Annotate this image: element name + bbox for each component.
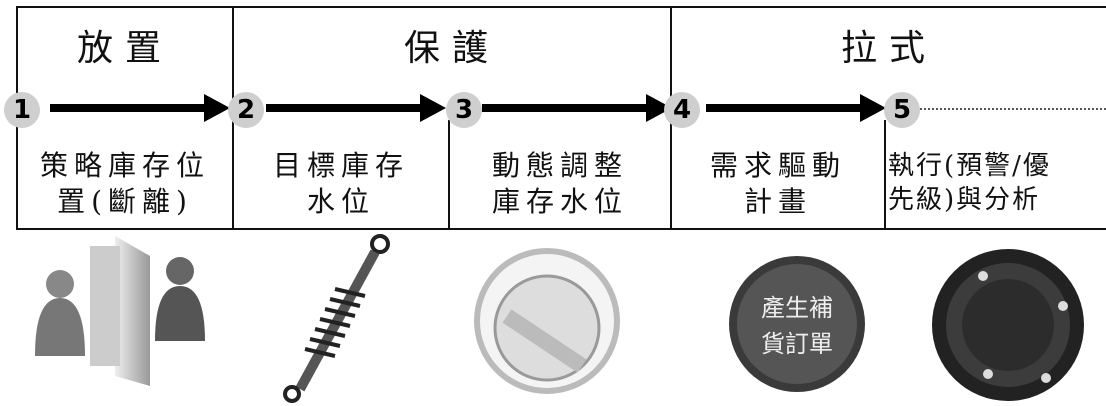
order-button-text-1: 產生補 [761,294,833,322]
step-4-line-1: 需求驅動 [709,148,846,182]
dark-dial-icon [932,249,1084,401]
step-4-line-2: 計畫 [743,185,812,218]
bottom-border [16,228,1106,230]
order-button-icon: 產生補 貨訂單 [729,256,865,392]
gauge-icon [474,248,620,394]
arrow-3-4 [482,104,652,112]
step-label-2: 目標庫存 水位 [234,140,448,228]
top-border [16,6,1106,8]
step-5-line-2: 先級)與分析 [888,185,1041,215]
arrowhead-2-3 [420,94,446,122]
arrowhead-1-2 [204,94,230,122]
step-1-line-2: 置(斷離) [57,185,193,218]
phase-protection: 保護 [403,28,500,69]
step-1-line-1: 策略庫存位 [39,148,210,182]
people-icon [35,236,205,386]
step-3-line-2: 庫存水位 [491,185,628,218]
step-number-4: 4 [664,92,700,128]
step-2-line-1: 目標庫存 [272,148,409,182]
arrowhead-4-5 [860,94,886,122]
step-label-5: 執行(預警/優 先級)與分析 [888,140,1106,228]
arrow-1-2 [50,104,210,112]
step-label-4: 需求驅動 計畫 [672,140,884,228]
arrow-2-3 [266,104,426,112]
phase-placement: 放置 [76,28,173,69]
phase-pull: 拉式 [840,28,937,69]
step-2-line-2: 水位 [306,185,375,218]
divider-2 [448,120,450,230]
step-number-1: 1 [4,92,40,128]
shock-absorber-icon [283,234,390,403]
order-button-text-2: 貨訂單 [761,330,833,358]
step-3-line-1: 動態調整 [491,148,628,182]
step-label-1: 策略庫存位 置(斷離) [18,140,232,228]
step-5-line-1: 執行(預警/優 [888,151,1051,182]
step-number-2: 2 [228,92,264,128]
step-label-3: 動態調整 庫存水位 [450,140,670,228]
arrow-4-5 [706,104,864,112]
divider-4 [884,120,886,230]
dotted-extension [920,108,1106,110]
step-number-3: 3 [446,92,482,128]
step-number-5: 5 [884,92,920,128]
